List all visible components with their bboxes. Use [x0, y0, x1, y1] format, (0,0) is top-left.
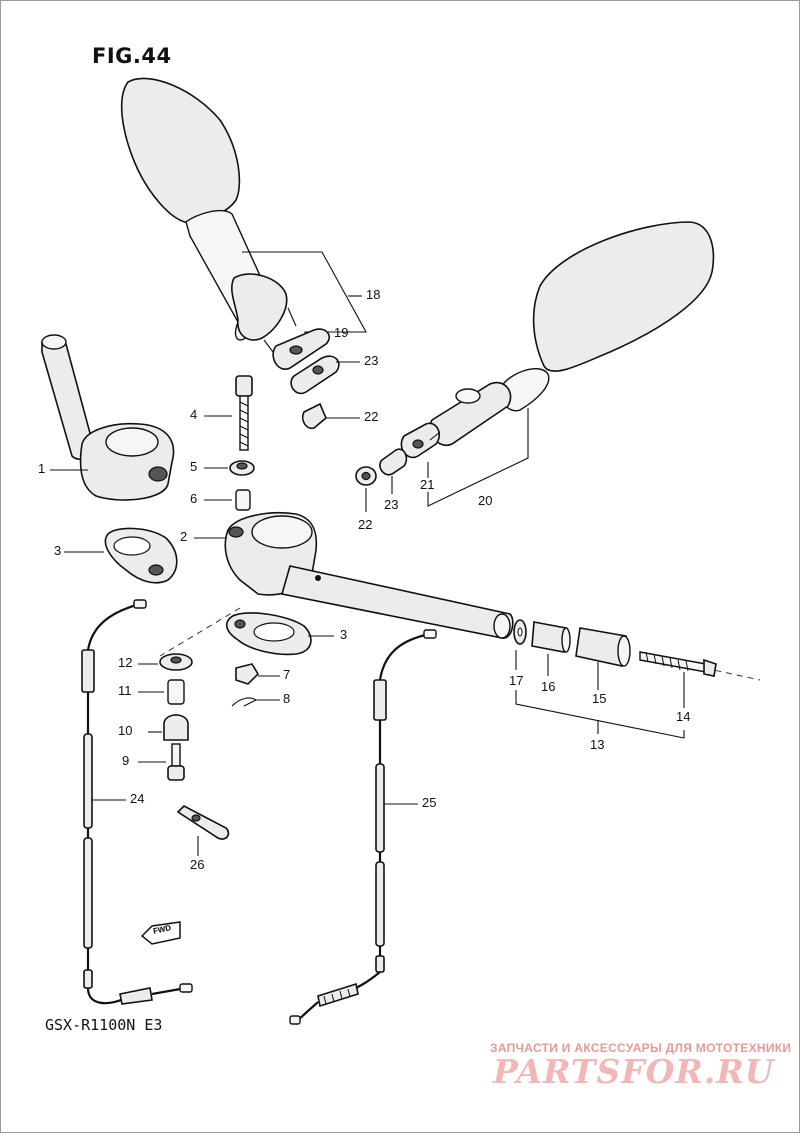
right-mirror[interactable] — [429, 221, 715, 447]
callout-5: 5 — [190, 459, 198, 474]
callout-24: 24 — [130, 791, 145, 806]
callout-7: 7 — [283, 667, 291, 682]
figure-title: FIG.44 — [92, 44, 172, 68]
collar-6[interactable] — [235, 489, 251, 511]
callout-9: 9 — [122, 753, 130, 768]
cable-clamp-26[interactable] — [176, 805, 230, 840]
callout-22-right: 22 — [358, 517, 373, 532]
callout-23-left: 23 — [364, 353, 379, 368]
right-handlebar-clamp[interactable] — [224, 511, 514, 639]
washer-17[interactable] — [513, 619, 527, 645]
leader-18 — [242, 251, 367, 333]
callout-26: 26 — [190, 857, 205, 872]
collar-16[interactable] — [531, 621, 571, 653]
callout-2: 2 — [180, 529, 188, 544]
axis-line-left — [159, 607, 241, 657]
callout-22-left: 22 — [364, 409, 379, 424]
shim-3-upper[interactable] — [104, 527, 178, 584]
clip-8[interactable] — [231, 697, 258, 707]
nut-7[interactable] — [235, 663, 260, 685]
nut-22-right[interactable] — [355, 466, 377, 486]
callout-8: 8 — [283, 691, 291, 706]
spacer-23-right[interactable] — [379, 448, 408, 476]
callout-25: 25 — [422, 795, 437, 810]
callout-4: 4 — [190, 407, 198, 422]
watermark-logo: PARTSFOR.RU — [493, 1052, 775, 1091]
callout-15: 15 — [592, 691, 607, 706]
callout-11: 11 — [118, 683, 132, 698]
leader-13 — [515, 690, 685, 739]
bolt-4[interactable] — [235, 375, 253, 451]
throttle-cable-24[interactable] — [81, 599, 193, 1005]
callout-19: 19 — [334, 325, 349, 340]
collar-11[interactable] — [167, 679, 185, 705]
callout-21: 21 — [420, 477, 435, 492]
shim-3-lower[interactable] — [225, 612, 312, 656]
model-code: GSX-R1100N E3 — [45, 1016, 163, 1034]
screw-14[interactable] — [639, 651, 717, 677]
left-handlebar-clamp[interactable] — [41, 334, 175, 501]
watermark-tagline: ЗАПЧАСТИ И АКСЕССУАРЫ ДЛЯ МОТОТЕХНИКИ — [490, 1041, 792, 1055]
fwd-arrow-icon — [140, 921, 181, 945]
washer-5[interactable] — [229, 460, 255, 476]
callout-17: 17 — [509, 673, 524, 688]
leader-20 — [427, 408, 529, 507]
mirror-adapter-21[interactable] — [400, 422, 441, 459]
washer-12[interactable] — [159, 653, 193, 671]
bar-end-weight-15[interactable] — [575, 627, 631, 667]
callout-14: 14 — [676, 709, 691, 724]
mirror-adapter-19[interactable] — [272, 328, 330, 370]
callout-18: 18 — [366, 287, 381, 302]
callout-16: 16 — [541, 679, 556, 694]
throttle-cable-25[interactable] — [289, 629, 437, 1025]
axis-line-right — [639, 653, 761, 681]
callout-10: 10 — [118, 723, 133, 738]
callout-3-upper: 3 — [54, 543, 62, 558]
nut-22-left[interactable] — [301, 402, 327, 430]
callout-6: 6 — [190, 491, 198, 506]
callout-20: 20 — [478, 493, 493, 508]
callout-12: 12 — [118, 655, 133, 670]
callout-1: 1 — [38, 461, 46, 476]
spacer-23-left[interactable] — [290, 355, 340, 395]
callout-23-right: 23 — [384, 497, 399, 512]
callout-13: 13 — [590, 737, 605, 752]
bolt-9[interactable] — [167, 743, 185, 781]
callout-3-lower: 3 — [340, 627, 348, 642]
cap-nut-10[interactable] — [163, 714, 189, 741]
left-mirror[interactable] — [120, 77, 297, 357]
